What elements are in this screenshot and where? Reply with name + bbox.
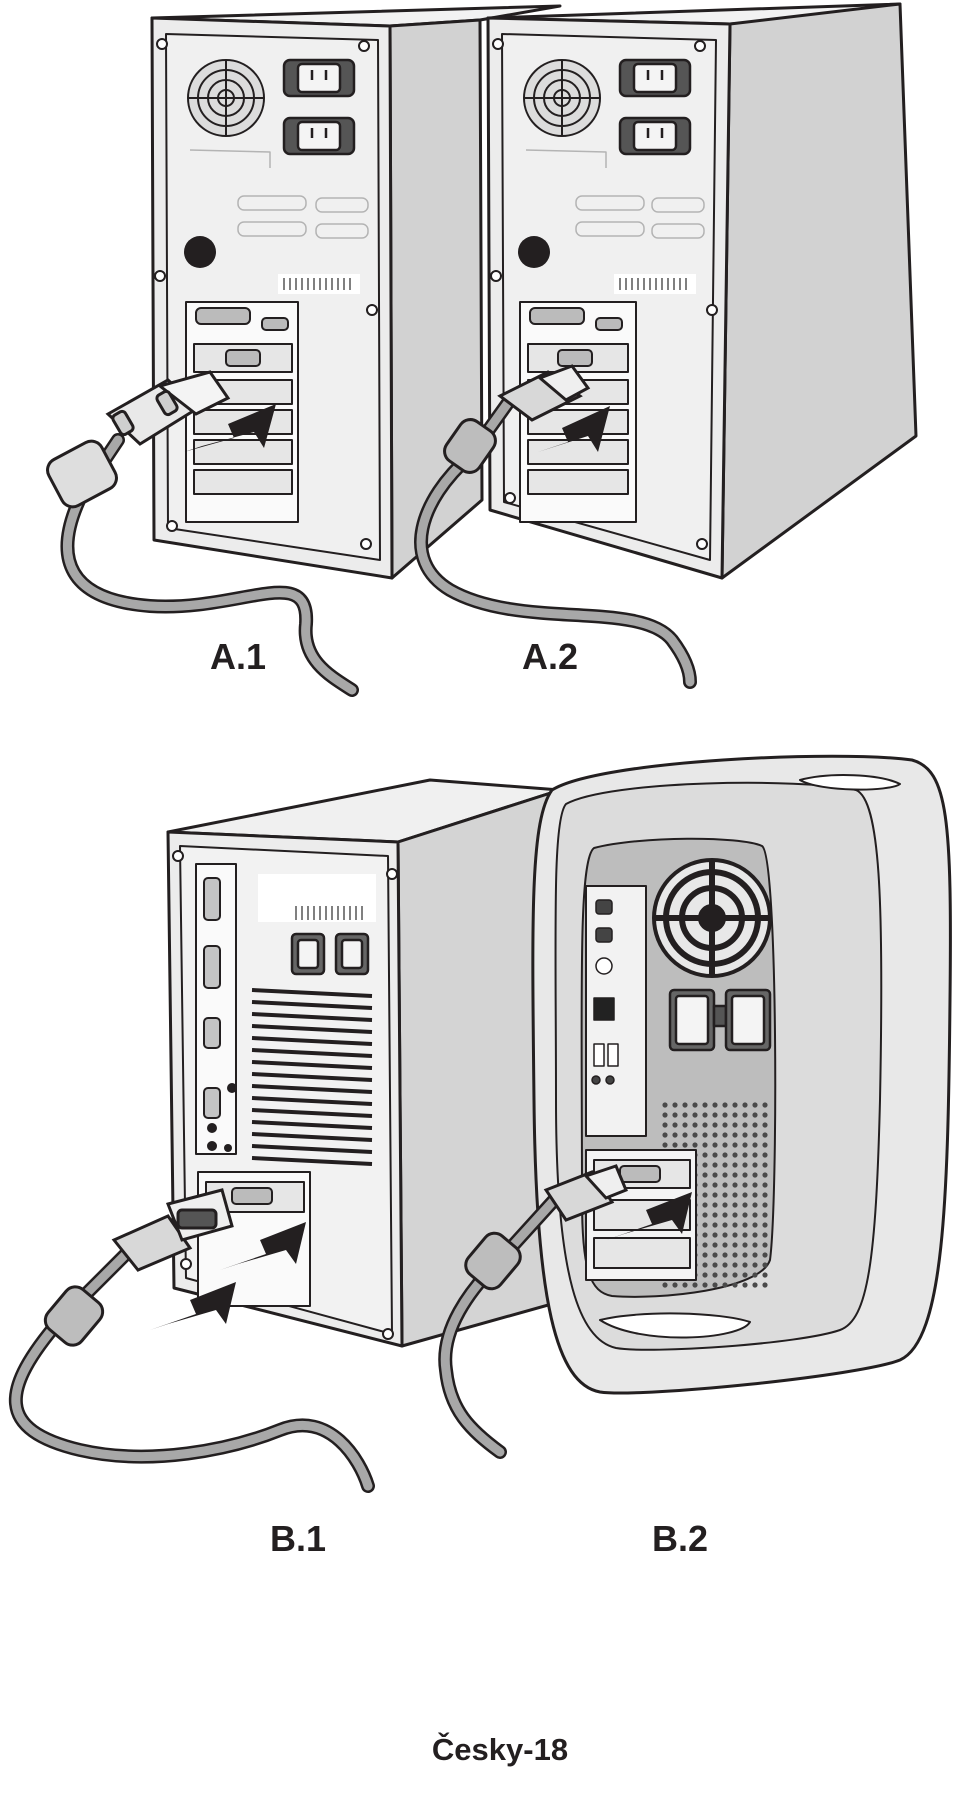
insert-arrow-icon xyxy=(606,1192,692,1240)
page-footer-label: Česky-18 xyxy=(431,1732,569,1767)
fan-icon xyxy=(187,59,265,137)
figure-b2-computer xyxy=(531,754,952,1395)
vga-connector-icon xyxy=(111,1188,234,1272)
ferrite-core-icon xyxy=(464,1231,522,1291)
figure-label-a1: A.1 xyxy=(209,636,267,677)
insert-arrow-icon xyxy=(184,404,276,452)
power-outlet-icon xyxy=(618,58,692,156)
power-outlet-icon xyxy=(282,58,356,156)
vga-connector-icon xyxy=(497,364,591,422)
fan-icon xyxy=(652,858,772,978)
insert-arrow-icon xyxy=(150,1222,306,1330)
ferrite-core-icon xyxy=(443,418,497,474)
insert-arrow-icon xyxy=(520,406,610,458)
vga-connector-icon xyxy=(105,370,231,446)
ferrite-core-icon xyxy=(46,439,118,509)
figure-a2-computer xyxy=(486,2,918,580)
ferrite-core-icon xyxy=(43,1285,105,1347)
figure-label-b2: B.2 xyxy=(651,1518,709,1559)
figure-b1-cable xyxy=(8,1188,375,1493)
fan-icon xyxy=(523,59,601,137)
figure-label-b1: B.1 xyxy=(269,1518,327,1559)
power-outlet-icon xyxy=(290,932,370,976)
figure-a1-cable xyxy=(46,370,359,697)
figure-a2-cable xyxy=(414,364,697,689)
figure-b2-cable xyxy=(438,1164,628,1459)
figure-label-a2: A.2 xyxy=(521,636,579,677)
figure-a1-computer xyxy=(150,4,562,580)
power-outlet-icon xyxy=(668,988,772,1052)
vga-connector-icon xyxy=(543,1164,628,1222)
